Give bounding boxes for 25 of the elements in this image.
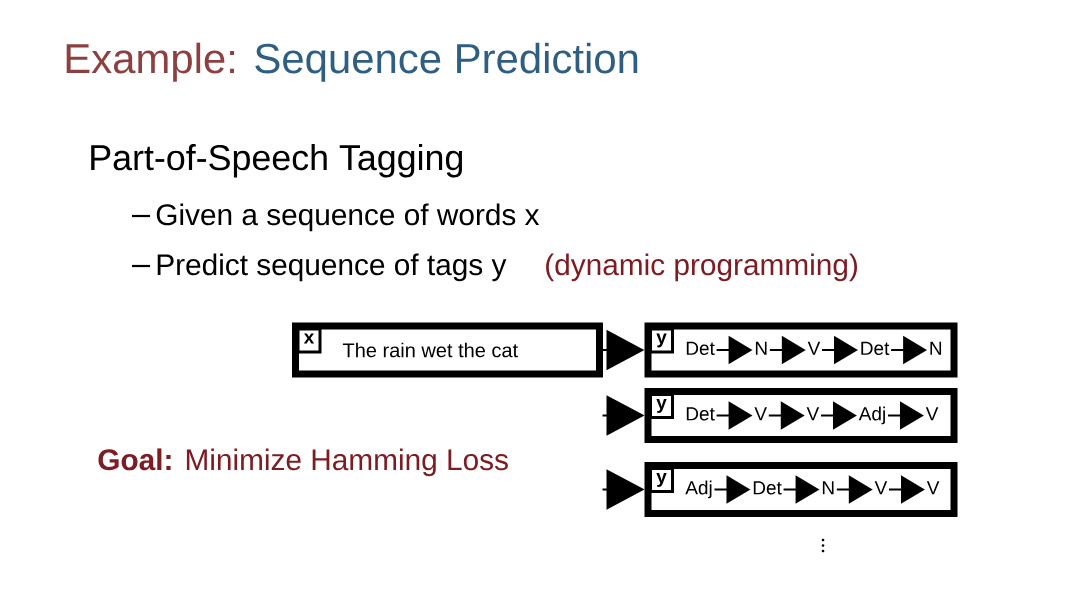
tag-word: V (806, 407, 820, 421)
goal-text: Goal: Minimize Hamming Loss (98, 448, 508, 477)
tag-word: V (874, 481, 888, 495)
bullet-text: Predict sequence of tags y (157, 253, 507, 282)
tag-word: Adj (858, 406, 885, 425)
slide-title: Example: Sequence Prediction (66, 42, 638, 82)
variable-label-box: y (649, 393, 674, 419)
tag-word: V (926, 481, 940, 495)
subheading: Part-of-Speech Tagging (91, 144, 463, 178)
tag-word: N (755, 341, 767, 355)
variable-label-box: y (649, 467, 674, 493)
variable-label-box: y (649, 327, 674, 354)
tag-word: V (925, 407, 939, 421)
tag-word: N (930, 341, 942, 355)
tag-word: Det (686, 341, 715, 355)
tag-word: Adj (685, 480, 712, 499)
tag-word: Det (753, 481, 782, 495)
tag-word: V (807, 341, 821, 355)
note-text: (dynamic programming) (546, 253, 857, 282)
tag-word: Det (686, 407, 715, 421)
bullet-text: Given a sequence of words x (156, 203, 540, 232)
variable-label-box: x (296, 327, 322, 354)
tag-word: Det (861, 341, 890, 355)
tag-word: V (754, 407, 767, 421)
tag-word: N (822, 481, 834, 495)
